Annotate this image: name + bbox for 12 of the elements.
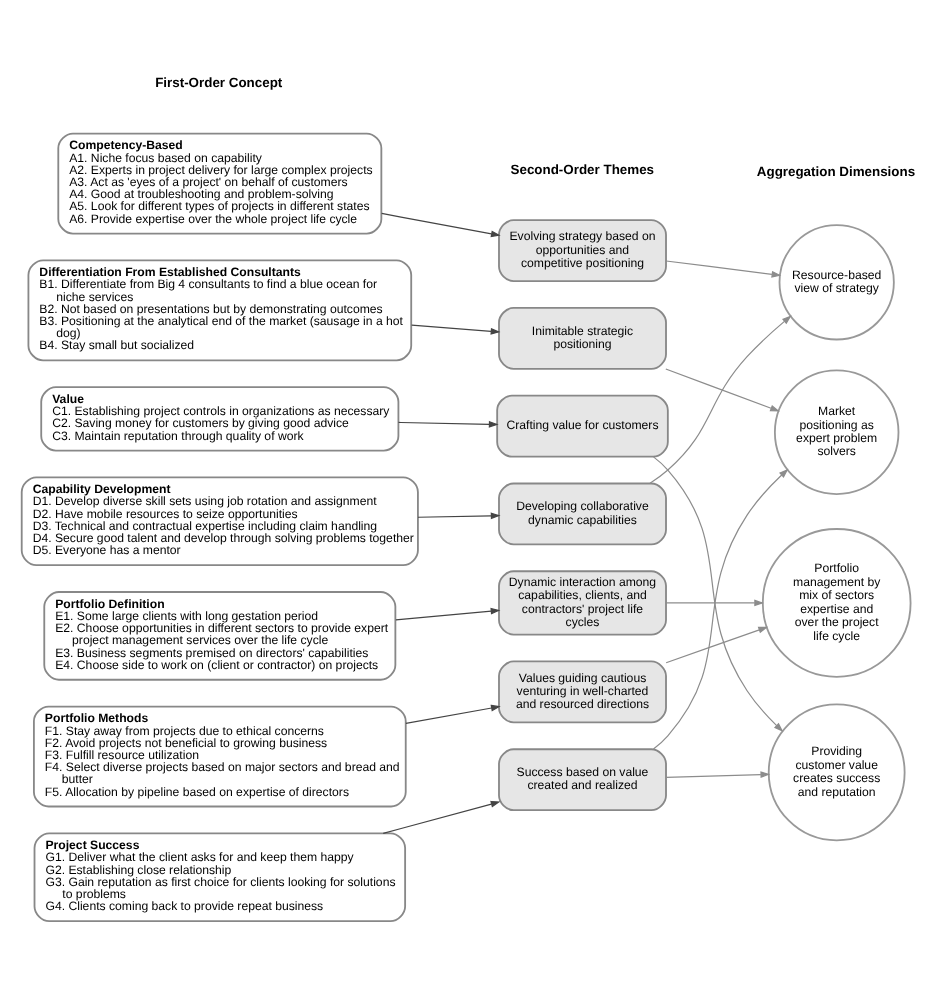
arrow <box>665 598 765 606</box>
arrow <box>411 323 501 334</box>
arrow <box>649 314 792 483</box>
arrow <box>665 625 769 663</box>
arrow <box>395 606 501 620</box>
arrow <box>405 703 501 723</box>
arrow <box>665 770 771 777</box>
arrow <box>381 211 501 237</box>
arrow <box>665 259 782 277</box>
arrow <box>417 511 501 519</box>
arrow <box>397 419 499 427</box>
arrow <box>665 367 780 411</box>
